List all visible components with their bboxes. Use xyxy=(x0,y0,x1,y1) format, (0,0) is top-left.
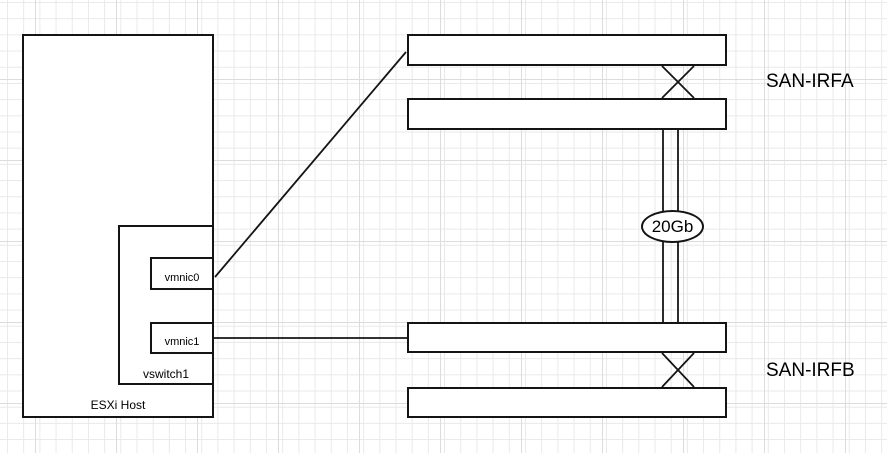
san-irfb-member-1-box[interactable] xyxy=(407,322,727,353)
vmnic1-label: vmnic1 xyxy=(164,336,200,348)
san-irfb-crossover-line-2[interactable] xyxy=(661,352,695,388)
san-irfa-label: SAN-IRFA xyxy=(766,71,854,92)
vmnic1-box[interactable]: vmnic1 xyxy=(150,322,214,354)
san-irfa-crossover-line-2[interactable] xyxy=(661,65,695,99)
vmnic0-label: vmnic0 xyxy=(164,272,200,284)
san-irfb-member-2-box[interactable] xyxy=(407,387,727,418)
link-speed-ellipse[interactable]: 20Gb xyxy=(641,210,704,243)
uplink-vmnic0-to-san-irfa-line[interactable] xyxy=(214,51,407,278)
esxi-host-label: ESXi Host xyxy=(90,398,146,412)
link-speed-label: 20Gb xyxy=(651,216,694,236)
san-irfb-label: SAN-IRFB xyxy=(766,360,855,381)
vswitch-label: vswitch1 xyxy=(142,367,189,381)
vswitch-box[interactable]: vswitch1 xyxy=(118,225,214,385)
san-irfa-member-2-box[interactable] xyxy=(407,98,727,130)
vmnic0-box[interactable]: vmnic0 xyxy=(150,257,214,290)
san-irfa-member-1-box[interactable] xyxy=(407,34,727,66)
